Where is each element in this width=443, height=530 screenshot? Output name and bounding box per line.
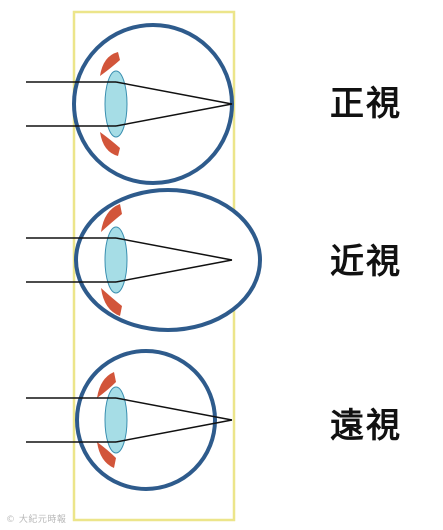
lens bbox=[104, 70, 128, 138]
iris-top bbox=[100, 52, 120, 76]
lens bbox=[104, 226, 128, 294]
eyeball-outline bbox=[72, 23, 234, 185]
ray-bottom-refract bbox=[115, 419, 233, 443]
ray-bottom-refract bbox=[115, 259, 233, 283]
watermark: © 大紀元時報 bbox=[6, 515, 67, 525]
label-hyperopia: 遠視 bbox=[330, 406, 402, 446]
lens bbox=[104, 386, 128, 454]
iris-bottom bbox=[101, 288, 122, 316]
eye-normal bbox=[26, 23, 234, 185]
label-myopia: 近視 bbox=[330, 242, 402, 282]
eyeball-outline bbox=[74, 188, 262, 332]
eyeball-outline bbox=[75, 349, 217, 491]
iris-bottom bbox=[97, 442, 116, 468]
eye-hyperopia bbox=[26, 349, 233, 491]
ray-top-refract bbox=[115, 397, 233, 421]
ray-bottom-refract bbox=[115, 103, 233, 127]
iris-top bbox=[101, 204, 122, 232]
iris-bottom bbox=[100, 132, 120, 156]
ray-top-refract bbox=[115, 81, 233, 105]
label-normal-vision: 正視 bbox=[330, 84, 402, 124]
eye-myopia bbox=[26, 188, 262, 332]
ray-top-refract bbox=[115, 237, 233, 261]
iris-top bbox=[97, 372, 116, 398]
